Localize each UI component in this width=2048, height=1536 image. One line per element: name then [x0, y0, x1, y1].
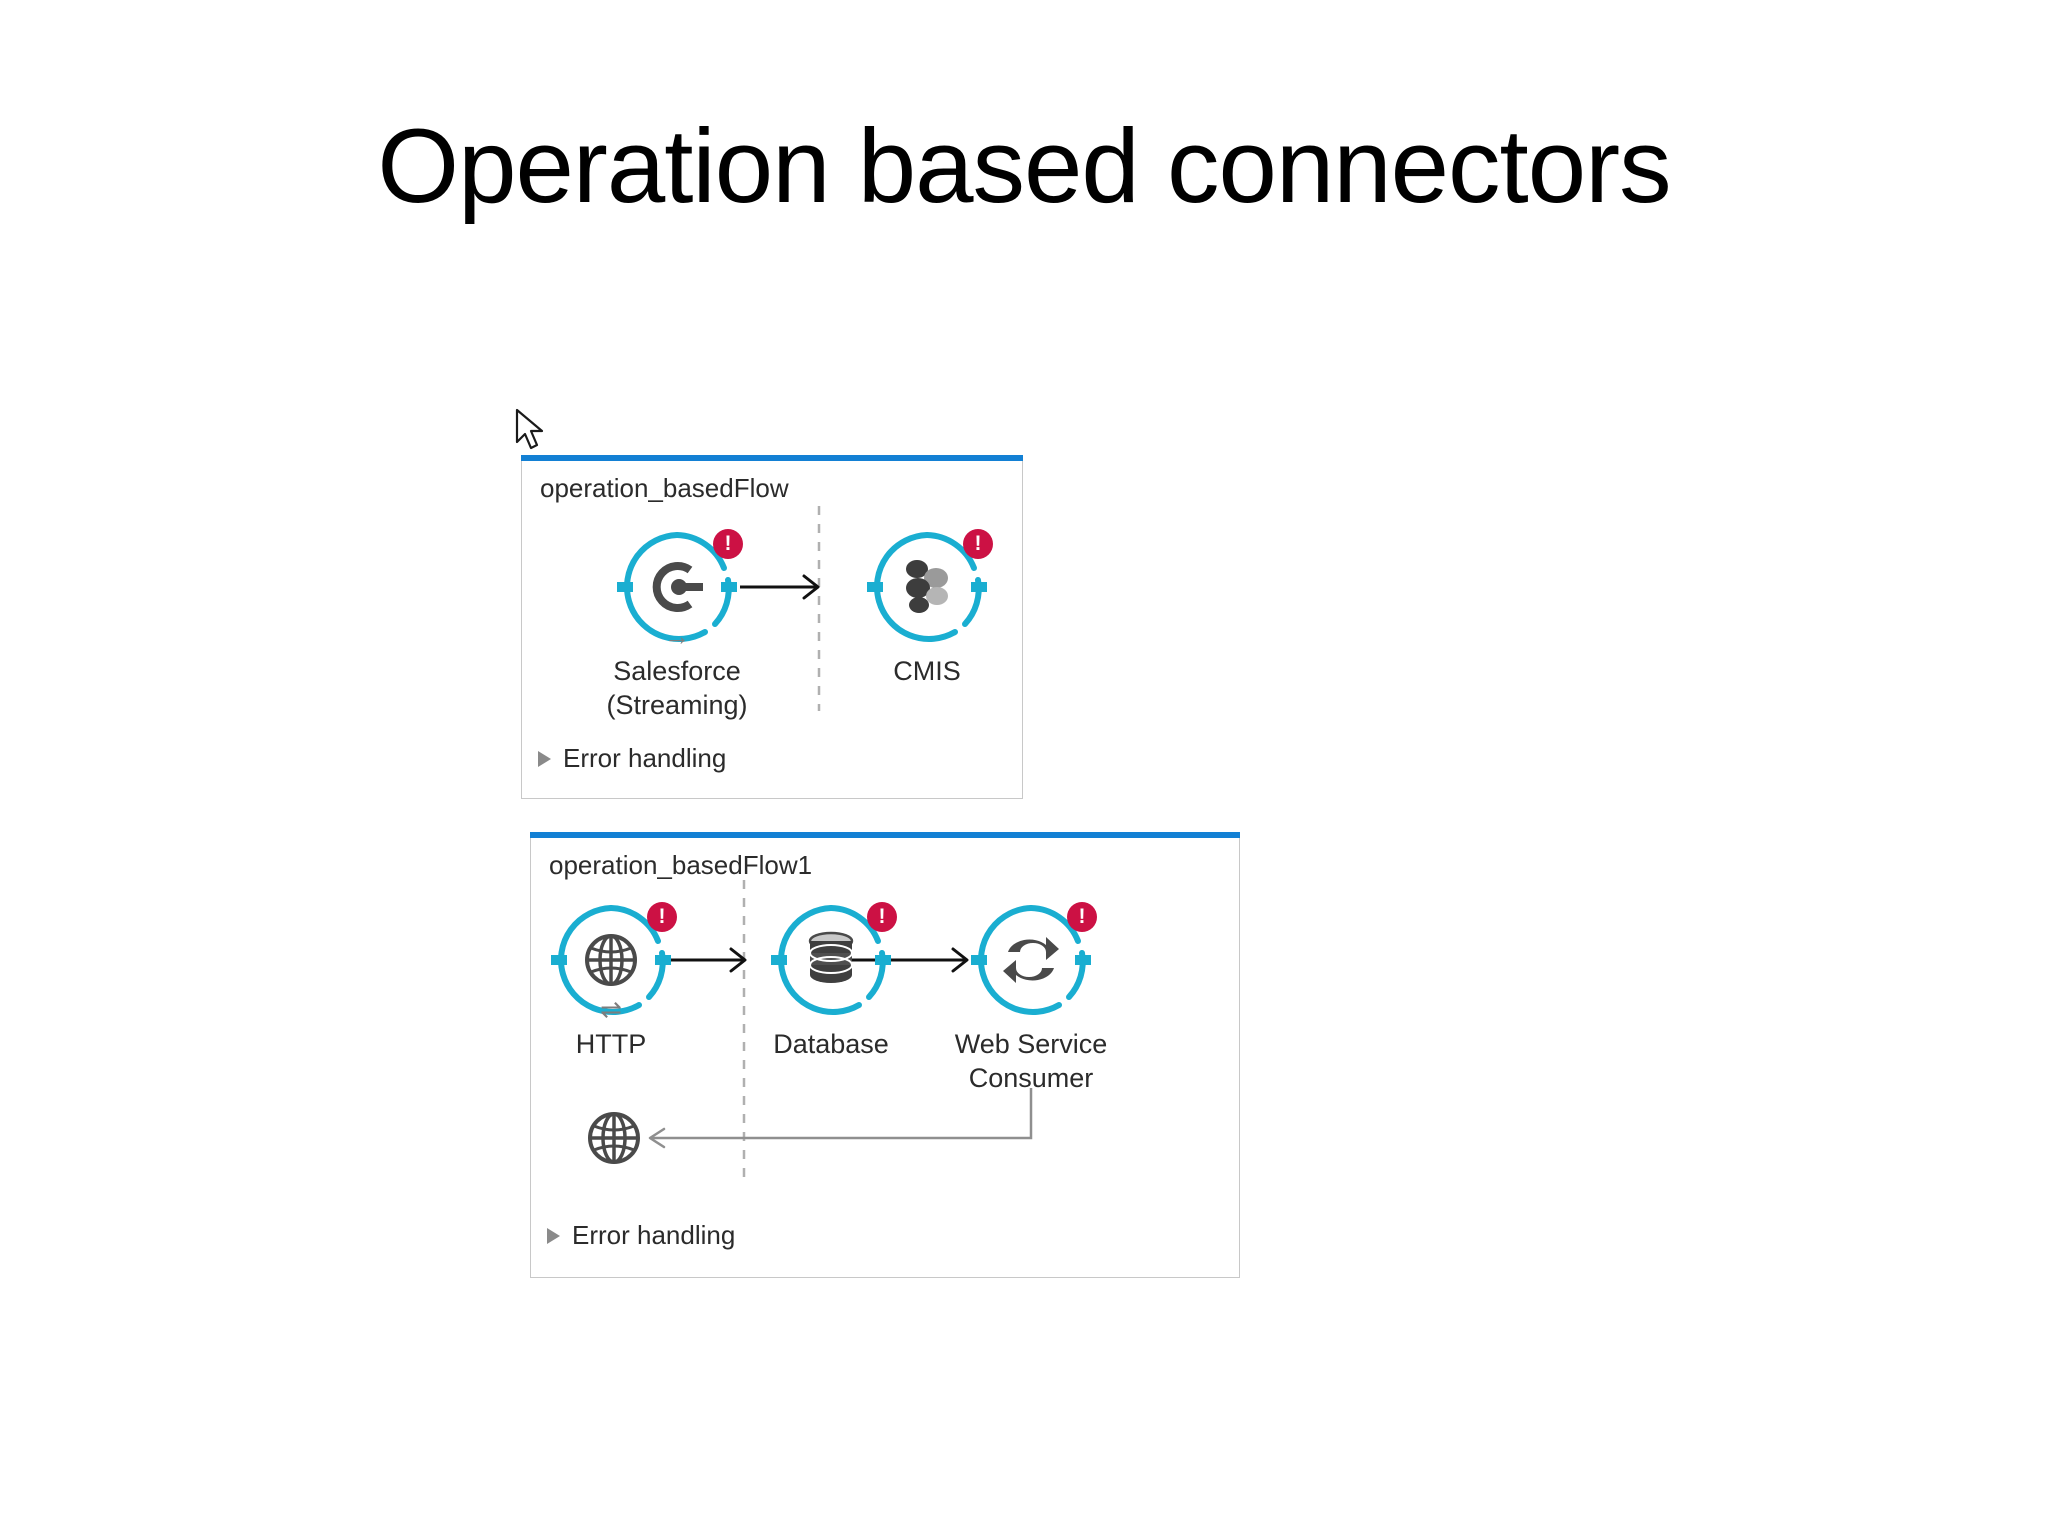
node-label-line1: Salesforce: [613, 656, 741, 686]
status-badge[interactable]: !: [647, 902, 677, 932]
mouse-pointer-icon: [515, 408, 544, 450]
cmis-icon: [906, 560, 948, 613]
node-label-line1: Web Service: [954, 1029, 1108, 1059]
status-badge[interactable]: !: [1067, 902, 1097, 932]
node-cmis[interactable]: ! CMIS: [867, 527, 993, 686]
node-label: CMIS: [893, 655, 961, 689]
globe-icon: [585, 934, 637, 986]
node-ring: [971, 905, 1091, 1015]
node-label-line2: (Streaming): [606, 689, 748, 720]
flow-title: operation_basedFlow: [540, 473, 789, 503]
node-label-line1: Database: [773, 1029, 889, 1059]
status-badge[interactable]: !: [867, 902, 897, 932]
node-label-line1: HTTP: [575, 1029, 647, 1059]
node-ring: [771, 905, 891, 1015]
node-label: Database: [773, 1028, 889, 1062]
flow-panel-operation-basedflow[interactable]: operation_basedFlow ! → Salesforce (Stre…: [521, 455, 1023, 799]
node-label: Web Service Consumer: [955, 1028, 1108, 1096]
flow-panel-header-bar: [530, 832, 1240, 838]
error-handling-section[interactable]: Error handling: [538, 743, 726, 774]
flow-panel-header-bar: [521, 455, 1023, 461]
flow-panel-operation-basedflow1[interactable]: operation_basedFlow1 !: [530, 832, 1240, 1278]
node-web-service-consumer[interactable]: ! Web Service Consumer: [955, 900, 1107, 1093]
page-title: Operation based connectors: [377, 108, 1671, 225]
node-direction-arrow: →: [664, 621, 690, 651]
chevron-right-icon[interactable]: [547, 1227, 560, 1244]
node-label: HTTP: [576, 1028, 647, 1062]
exchange-arrows-icon: [1003, 937, 1059, 983]
salesforce-icon: [652, 562, 703, 612]
flow-title: operation_basedFlow1: [549, 850, 813, 880]
node-label: Salesforce (Streaming): [606, 655, 747, 723]
globe-icon: [588, 1112, 640, 1164]
status-badge[interactable]: !: [713, 529, 743, 559]
node-salesforce-streaming[interactable]: ! → Salesforce (Streaming): [606, 527, 748, 720]
node-direction-arrow: ⇌: [600, 994, 622, 1024]
error-handling-section[interactable]: Error handling: [547, 1220, 735, 1251]
database-icon: [808, 931, 854, 983]
node-ring: [617, 532, 737, 642]
status-badge[interactable]: !: [963, 529, 993, 559]
node-http[interactable]: ! ⇌ HTTP: [551, 900, 677, 1059]
node-label-line1: CMIS: [893, 656, 961, 686]
error-handling-label: Error handling: [563, 743, 727, 773]
node-label-line2: Consumer: [968, 1062, 1094, 1093]
chevron-right-icon[interactable]: [538, 750, 551, 767]
error-handling-label: Error handling: [572, 1220, 736, 1250]
node-database[interactable]: ! Database: [771, 900, 897, 1059]
node-http-response[interactable]: [586, 1110, 642, 1166]
node-ring: [867, 532, 987, 642]
node-ring: [551, 905, 671, 1015]
